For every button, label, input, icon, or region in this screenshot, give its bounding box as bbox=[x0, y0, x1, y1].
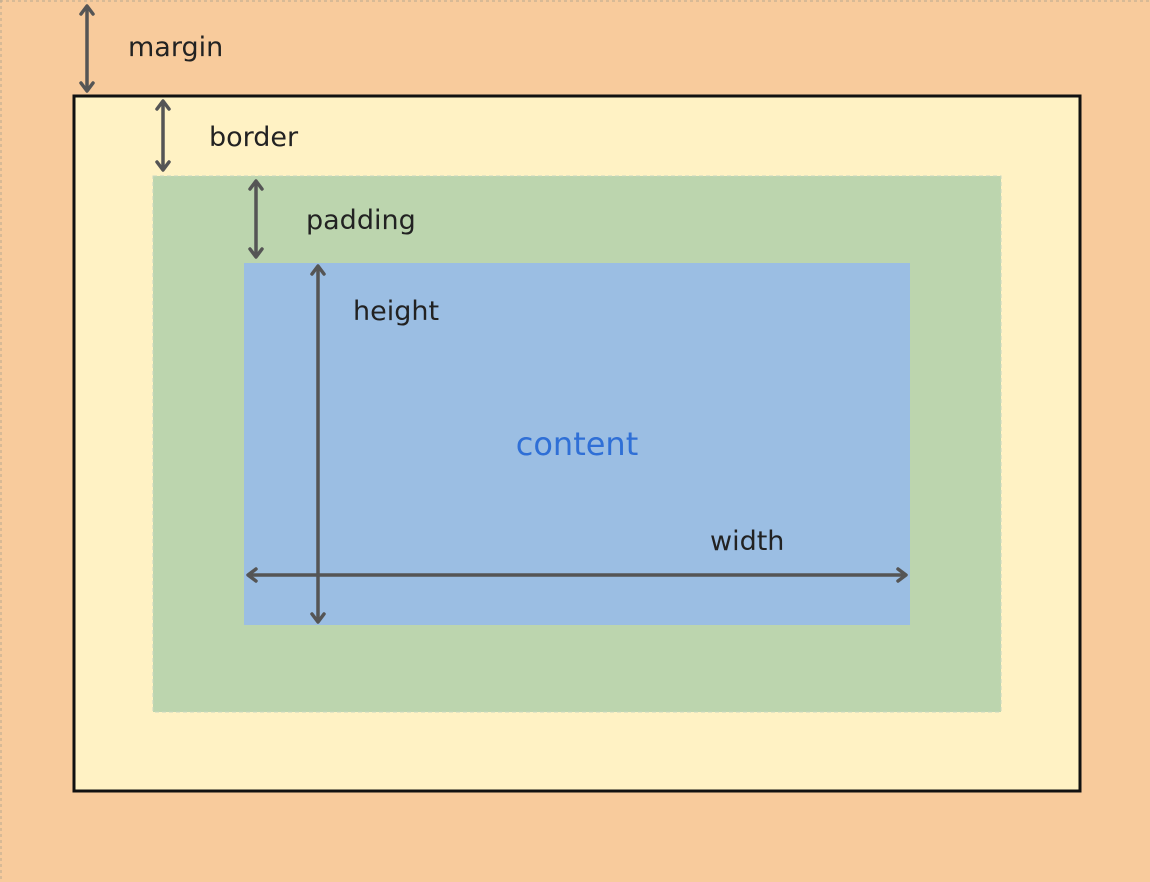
padding-arrow bbox=[248, 179, 264, 259]
padding-label: padding bbox=[306, 205, 416, 236]
margin-label: margin bbox=[128, 32, 223, 63]
height-label: height bbox=[353, 296, 439, 327]
content-label: content bbox=[516, 425, 639, 463]
margin-arrow bbox=[79, 4, 95, 93]
border-arrow bbox=[155, 99, 171, 172]
width-arrow bbox=[246, 567, 908, 583]
content-area bbox=[244, 263, 910, 625]
border-label: border bbox=[209, 122, 299, 153]
width-label: width bbox=[710, 526, 784, 557]
height-arrow bbox=[310, 264, 326, 624]
